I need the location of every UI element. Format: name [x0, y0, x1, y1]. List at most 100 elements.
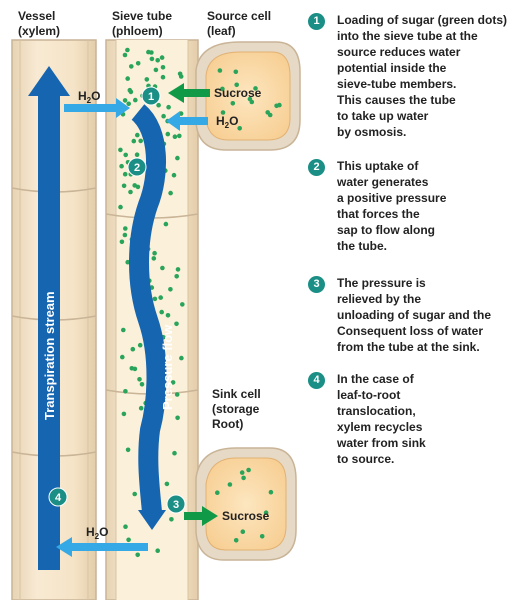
sugar-dot	[168, 287, 173, 292]
sugar-dot	[137, 377, 142, 382]
sugar-dot	[277, 102, 282, 108]
transpiration-label: Transpiration stream	[42, 291, 57, 420]
sucrose-in-label: Sucrose	[214, 86, 262, 100]
sugar-dot	[233, 69, 239, 75]
sugar-dot	[125, 76, 130, 81]
step-1-text: Loading of sugar (green dots) into the s…	[337, 13, 507, 139]
sugar-dot	[159, 309, 164, 315]
sugar-dot	[126, 537, 131, 543]
sugar-dot	[237, 126, 242, 131]
sugar-dot	[175, 415, 180, 421]
sugar-dot	[166, 104, 171, 110]
sugar-dot	[153, 67, 159, 73]
pressure-flow-label: Pressure flow	[160, 324, 175, 410]
sugar-dot	[149, 56, 155, 62]
step-2-text: This uptake of water generates a positiv…	[337, 159, 447, 253]
sugar-dot	[239, 470, 245, 475]
sugar-dot	[172, 134, 178, 139]
sugar-dot	[119, 163, 124, 169]
sugar-dot	[160, 65, 166, 70]
marker-3: 3	[166, 494, 186, 514]
sucrose-out-label: Sucrose	[222, 509, 270, 523]
sugar-dot	[158, 295, 163, 300]
sugar-dot	[125, 259, 130, 265]
sugar-dot	[129, 64, 134, 69]
sugar-dot	[123, 524, 128, 529]
sugar-dot	[138, 138, 143, 144]
sugar-dot	[172, 450, 177, 456]
sugar-dot	[178, 74, 184, 79]
sugar-dot	[146, 49, 151, 55]
sugar-dot	[135, 61, 141, 66]
sugar-dot	[220, 110, 226, 115]
svg-text:3: 3	[173, 499, 179, 511]
sugar-dot	[234, 82, 239, 88]
sugar-dot	[122, 98, 128, 103]
h2o-label-source: H2O	[216, 114, 238, 130]
sugar-dot	[174, 321, 179, 327]
sugar-dot	[179, 355, 184, 361]
h2o-label-top-left: H2O	[78, 89, 100, 105]
vessel-header: Vessel (xylem)	[18, 9, 61, 38]
sucrose-arrows	[168, 83, 218, 526]
sugar-dot	[227, 482, 233, 487]
sugar-dot	[215, 490, 220, 496]
sugar-dot	[152, 296, 158, 302]
sugar-dot	[151, 256, 157, 261]
sugar-dot	[155, 548, 160, 553]
water-arrows	[56, 98, 208, 557]
sugar-dot	[134, 152, 140, 157]
sugar-dot	[133, 97, 138, 103]
sugar-dot	[139, 382, 145, 387]
sugar-dot	[121, 327, 126, 333]
h2o-label-bottom: H2O	[86, 525, 108, 541]
sugar-dot	[180, 302, 185, 307]
sugar-dot	[132, 491, 137, 497]
source-cell-header: Source cell (leaf)	[207, 9, 272, 38]
sugar-dot	[122, 232, 128, 238]
sugar-dot	[169, 517, 174, 522]
sugar-dot	[144, 77, 150, 82]
sugar-dot	[217, 68, 223, 73]
sugar-dot	[165, 313, 171, 318]
sugar-dot	[155, 58, 160, 63]
pressure-flow-arrow	[129, 104, 167, 513]
sugar-dot	[126, 101, 131, 107]
sugar-dot	[240, 529, 246, 534]
marker-1: 1	[141, 86, 161, 106]
sugar-dot	[220, 86, 225, 92]
transpiration-arrow	[28, 66, 70, 570]
step-2-number: 2	[308, 159, 325, 176]
sugar-dot	[164, 481, 170, 487]
sugar-dot	[137, 342, 143, 348]
sugar-dot	[152, 250, 157, 256]
sugar-dot	[177, 133, 182, 139]
sugar-dot	[168, 190, 173, 196]
sugar-dot	[175, 267, 181, 272]
sugar-dot	[118, 204, 123, 210]
sugar-dot	[253, 86, 258, 91]
step-4-number: 4	[308, 372, 325, 389]
svg-text:1: 1	[148, 91, 154, 103]
sugar-dot	[160, 74, 166, 80]
sugar-dot	[159, 55, 165, 60]
sink-cell-header: Sink cell (storage Root)	[212, 387, 261, 431]
sugar-dot	[121, 411, 127, 417]
sugar-dot	[174, 274, 179, 279]
sugar-dot	[119, 239, 125, 245]
sugar-dot	[263, 510, 269, 515]
sugar-dot	[230, 101, 236, 106]
sugar-dot	[135, 132, 140, 138]
sugar-dot	[165, 131, 171, 137]
sugar-dot	[123, 389, 128, 394]
sugar-dot	[268, 489, 274, 495]
sugar-dot	[135, 552, 140, 558]
marker-4: 4	[48, 487, 68, 507]
pressure-flow-arrowhead	[138, 510, 166, 530]
sugar-dot	[132, 183, 137, 188]
sugar-dot	[163, 221, 169, 227]
sugar-dot	[259, 534, 265, 539]
sugar-dot	[247, 96, 253, 102]
step-1-number: 1	[308, 13, 325, 30]
